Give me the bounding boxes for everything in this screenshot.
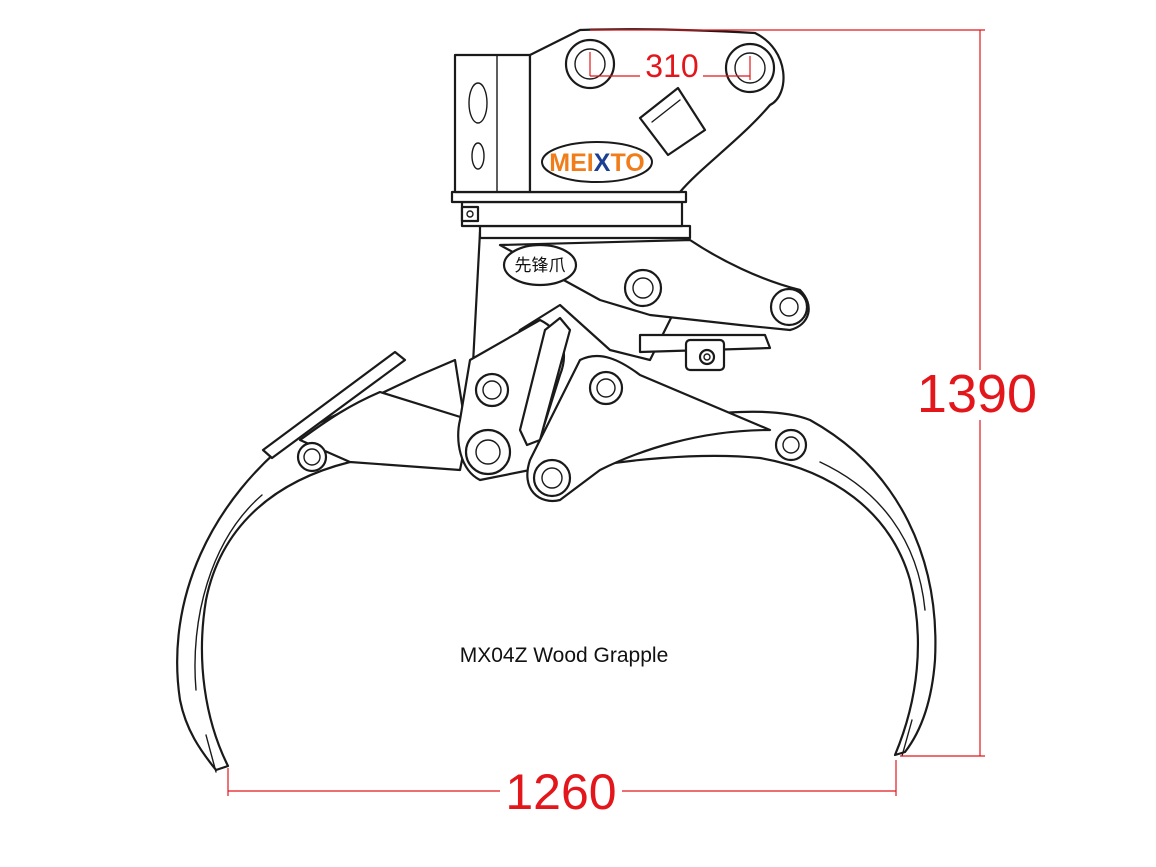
- right-pivot-pin-icon: [588, 370, 624, 406]
- upper-flange: [450, 190, 688, 204]
- mount-bracket: MEIXTO: [453, 28, 785, 194]
- mounting-pin-inner-icon: [574, 48, 606, 80]
- brand-logo: MEIXTO: [549, 149, 644, 177]
- bracket-hole-icon: [471, 142, 485, 170]
- jaw-opening-label: 1260: [505, 764, 616, 820]
- rotator-flanges: [450, 190, 692, 240]
- jaw-pin-icon: [296, 441, 328, 473]
- left-jaw: [176, 350, 472, 773]
- dimension-lines: [227, 29, 985, 796]
- cylinder-pin-inner-icon: [779, 297, 799, 317]
- cylinder-pin-icon: [769, 287, 809, 327]
- pivot-pin-upper-inner-icon: [482, 380, 502, 400]
- right-jaw-pin-icon: [774, 428, 808, 462]
- lower-flange: [478, 224, 692, 240]
- logo-part-x: X: [594, 149, 611, 177]
- overall-height-label: 1390: [917, 364, 1037, 424]
- lower-pin-inner-icon: [541, 467, 563, 489]
- mounting-pin-right-inner-icon: [734, 52, 766, 84]
- pivot-pin-main-icon: [464, 428, 512, 476]
- pivot-pin-upper-icon: [474, 372, 510, 408]
- jaw-pin-inner-icon: [303, 448, 321, 466]
- pivot-pin-main-inner-icon: [475, 439, 501, 465]
- link-pin-inner-icon: [632, 277, 654, 299]
- brand-stamp-text: 先锋爪: [515, 256, 566, 276]
- right-pivot-pin-inner-icon: [596, 378, 616, 398]
- bracket-slot-icon: [468, 82, 488, 124]
- brand-stamp-oval: [502, 243, 578, 287]
- logo-part-to: TO: [610, 149, 644, 177]
- figure-caption: MX04Z Wood Grapple: [460, 644, 669, 667]
- logo-part-mei: MEI: [549, 149, 593, 177]
- logo-oval: [541, 141, 653, 183]
- grease-fitting-inner-icon: [703, 353, 711, 361]
- pin-spacing-label: 310: [645, 48, 698, 84]
- bolt-icon: [638, 86, 707, 157]
- rotator-bolt-icon: [460, 205, 480, 223]
- grease-fitting-icon: [698, 348, 716, 366]
- rotator-bolt-hole-icon: [466, 210, 474, 218]
- linkage-body: 先锋爪: [457, 230, 810, 503]
- lower-pin-icon: [532, 458, 572, 498]
- link-pin-icon: [623, 268, 663, 308]
- rotator-ring: [460, 200, 684, 228]
- right-jaw-pin-inner-icon: [782, 436, 800, 454]
